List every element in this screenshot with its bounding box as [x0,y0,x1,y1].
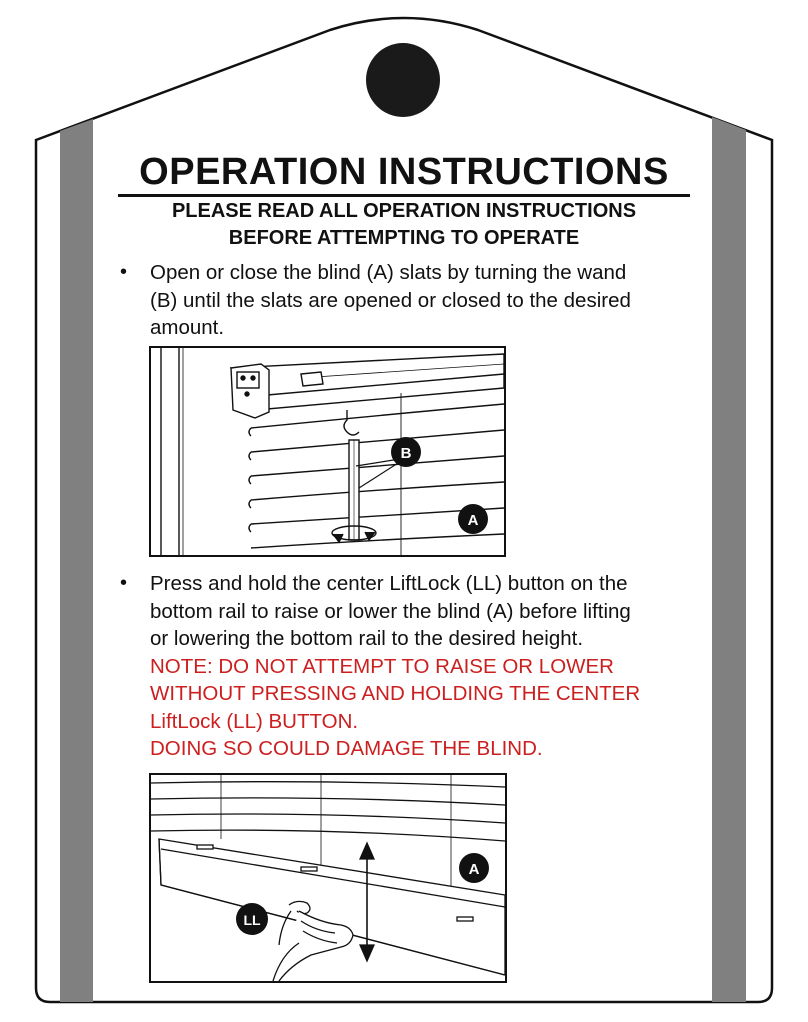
step-1-text: Open or close the blind (A) slats by tur… [150,259,700,342]
title-underline [118,194,690,197]
liftlock-illustration: A LL [149,773,507,983]
step-2-text: Press and hold the center LiftLock (LL) … [150,570,700,763]
warning-line: LiftLock (LL) BUTTON. [150,709,359,733]
callout-a [458,504,488,534]
subtitle-line: BEFORE ATTEMPTING TO OPERATE [228,227,580,249]
hang-hole [366,43,440,117]
step-line: Press and hold the center LiftLock (LL) … [150,572,628,595]
step-1: • Open or close the blind (A) slats by t… [120,259,700,342]
subtitle-line: PLEASE READ ALL OPERATION INSTRUCTIONS [171,200,637,222]
callout-b [391,437,421,467]
step-line: or lowering the bottom rail to the desir… [150,627,584,650]
step-line: (B) until the slats are opened or closed… [150,288,631,312]
bullet-point: • [120,572,128,594]
step-2: • Press and hold the center LiftLock (LL… [120,570,700,763]
wand-illustration: B A [149,346,506,557]
callout-b-label: B [401,445,412,462]
callout-ll [236,903,268,935]
step-line: bottom rail to raise or lower the blind … [150,599,631,623]
warning-line: WITHOUT PRESSING AND HOLDING THE CENTER [150,682,641,705]
warning-line: DOING SO COULD DAMAGE THE BLIND. [150,737,543,760]
step-line: amount. [150,316,225,339]
subtitle: PLEASE READ ALL OPERATION INSTRUCTIONS B… [110,198,698,252]
callout-ll-label: LL [243,912,261,928]
callout-a-label: A [469,861,480,878]
right-side-stripe [712,117,746,1002]
bullet-point: • [120,261,128,283]
warning-line: NOTE: DO NOT ATTEMPT TO RAISE OR LOWER [150,654,614,678]
callout-a-label: A [468,512,479,529]
page-title: OPERATION INSTRUCTIONS [139,151,669,193]
left-side-stripe [60,119,93,1002]
callout-a [459,853,489,883]
step-line: Open or close the blind (A) slats by tur… [150,261,627,284]
